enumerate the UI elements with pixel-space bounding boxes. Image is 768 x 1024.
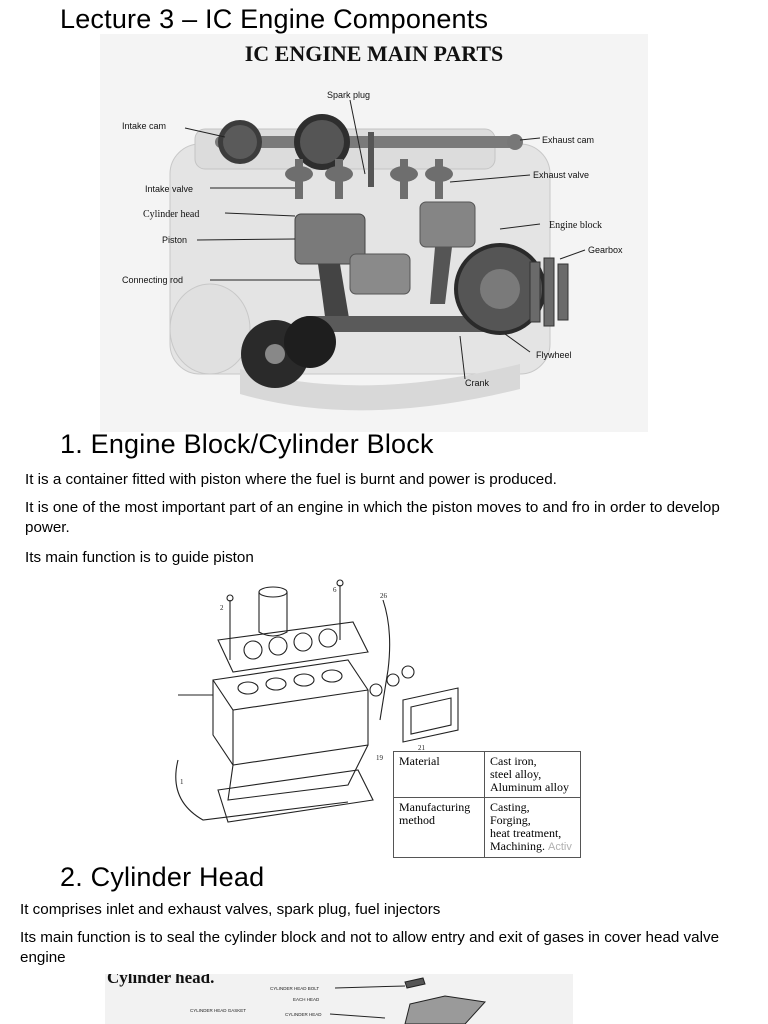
label-crank: Crank: [465, 378, 490, 388]
label-connecting-rod: Connecting rod: [122, 275, 183, 285]
section2-paragraph: Its main function is to seal the cylinde…: [20, 929, 720, 966]
svg-text:21: 21: [418, 744, 426, 752]
label-intake-cam: Intake cam: [122, 121, 166, 131]
label-engine-block: Engine block: [549, 220, 602, 231]
svg-text:19: 19: [376, 754, 384, 762]
figure1-heading: IC ENGINE MAIN PARTS: [245, 41, 504, 66]
table-cell-property: Manufacturing method: [393, 797, 485, 858]
section2-heading: 2. Cylinder Head: [60, 862, 265, 892]
table-cell-value-text: Casting, Forging, heat treatment, Machin…: [490, 800, 562, 853]
label-exhaust-valve: Exhaust valve: [533, 170, 589, 180]
figure3-heading: Cylinder head.: [107, 974, 214, 987]
label-cylinder-head: CYLINDER HEAD: [285, 1012, 322, 1017]
label-bolt-note: EACH HEAD: [293, 997, 320, 1002]
svg-text:1: 1: [180, 778, 184, 786]
label-cylinder-head: Cylinder head: [143, 209, 199, 220]
table-row: Material Cast iron, steel alloy, Aluminu…: [393, 751, 581, 798]
label-head-bolt: CYLINDER HEAD BOLT: [270, 986, 319, 991]
label-exhaust-cam: Exhaust cam: [542, 135, 594, 145]
section1-paragraph: It is one of the most important part of …: [25, 499, 720, 536]
engine-parts-figure: IC ENGINE MAIN PARTS Spark plug Intake c…: [100, 34, 648, 432]
section1-paragraph: It is a container fitted with piston whe…: [25, 471, 557, 488]
svg-text:6: 6: [333, 586, 337, 594]
activation-watermark: Activ: [548, 841, 572, 853]
table-cell-value: Cast iron, steel alloy, Aluminum alloy: [484, 751, 581, 798]
engine-parts-illustration: IC ENGINE MAIN PARTS Spark plug Intake c…: [122, 41, 623, 411]
page-title: Lecture 3 – IC Engine Components: [60, 4, 489, 34]
table-cell-property: Material: [393, 751, 485, 798]
engine-block-properties-table: Material Cast iron, steel alloy, Aluminu…: [393, 751, 581, 858]
label-head-gasket: CYLINDER HEAD GASKET: [190, 1008, 246, 1013]
table-cell-value: Casting, Forging, heat treatment, Machin…: [484, 797, 581, 858]
section2-paragraph: It comprises inlet and exhaust valves, s…: [20, 901, 441, 918]
label-piston: Piston: [162, 235, 187, 245]
label-flywheel: Flywheel: [536, 350, 572, 360]
cylinder-head-drawing: Cylinder head. CYLINDER HEAD BOLT EACH H…: [107, 974, 486, 1024]
section1-paragraph: Its main function is to guide piston: [25, 549, 254, 566]
label-gearbox: Gearbox: [588, 245, 623, 255]
svg-text:2: 2: [220, 604, 224, 612]
label-intake-valve: Intake valve: [145, 184, 193, 194]
svg-text:26: 26: [380, 592, 388, 600]
table-row: Manufacturing method Casting, Forging, h…: [393, 797, 581, 858]
cylinder-head-figure: Cylinder head. CYLINDER HEAD BOLT EACH H…: [105, 974, 573, 1024]
label-spark-plug: Spark plug: [327, 90, 370, 100]
section1-heading: 1. Engine Block/Cylinder Block: [60, 429, 434, 459]
